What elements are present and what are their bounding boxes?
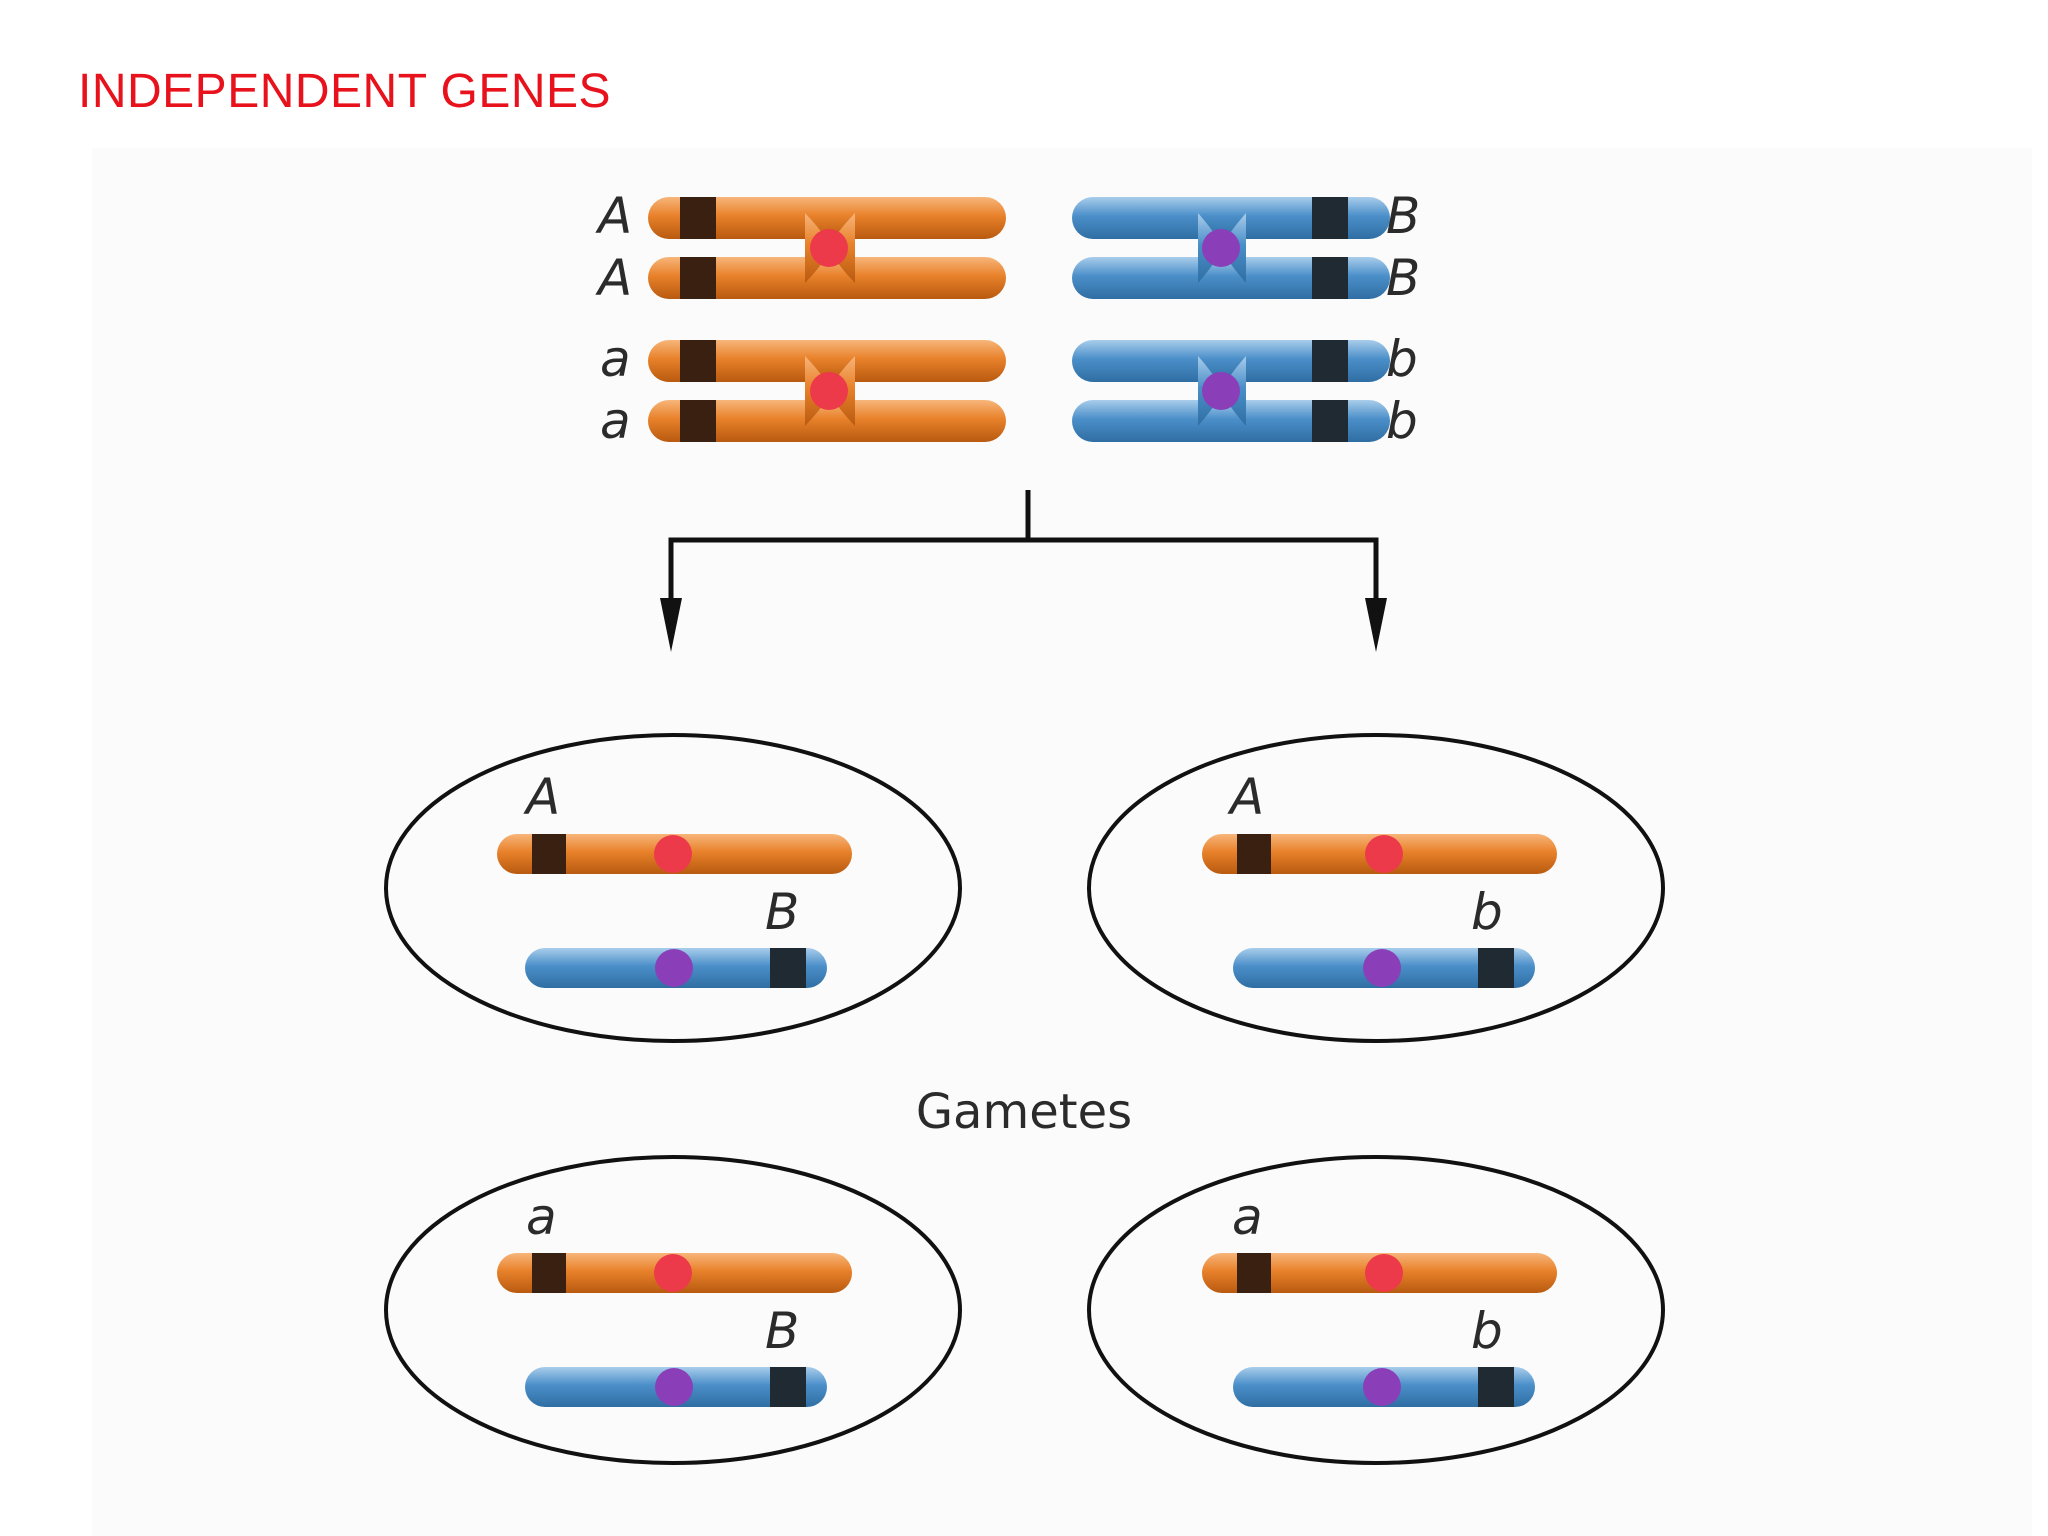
cell-membrane	[1087, 1155, 1665, 1465]
arrow-down-right-icon	[1365, 598, 1387, 652]
cell-membrane	[1087, 733, 1665, 1043]
gamete-cell: A b	[1087, 733, 1665, 1043]
allele-label: B	[765, 1302, 799, 1360]
gene-band	[1312, 340, 1348, 382]
figure-panel	[92, 148, 2032, 1536]
gene-band	[680, 197, 716, 239]
gene-band	[1478, 948, 1514, 988]
chromosome-pair-B-upper	[1072, 197, 1390, 299]
centromere	[654, 1254, 692, 1292]
allele-label: b	[1386, 330, 1418, 388]
chromatid	[648, 197, 1006, 239]
centromere	[810, 229, 848, 267]
branch-line	[668, 537, 1379, 620]
gene-band	[770, 1367, 806, 1407]
allele-label: a	[600, 330, 631, 388]
gene-band	[1312, 257, 1348, 299]
cell-membrane	[384, 1155, 962, 1465]
chromatid	[1072, 197, 1390, 239]
allele-label: A	[595, 187, 632, 245]
centromere	[655, 1368, 693, 1406]
centromere	[655, 949, 693, 987]
allele-label: B	[1386, 187, 1420, 245]
chromatid	[648, 257, 1006, 299]
slide-title: INDEPENDENT GENES	[78, 65, 612, 118]
allele-label: A	[523, 768, 560, 826]
chromosome-pair-A-upper	[648, 197, 1006, 299]
cell-membrane	[384, 733, 962, 1043]
gene-band	[532, 1253, 566, 1293]
parent-chromosomes: A A a a B B b b	[595, 187, 1420, 450]
gene-band	[1478, 1367, 1514, 1407]
chromatid	[1072, 340, 1390, 382]
gamete-cell: A B	[384, 733, 962, 1043]
allele-label: A	[1227, 768, 1264, 826]
arrow-down-left-icon	[660, 598, 682, 652]
gene-band	[680, 400, 716, 442]
gene-band	[1312, 400, 1348, 442]
centromere	[810, 372, 848, 410]
allele-label: b	[1471, 1302, 1503, 1360]
centromere	[1202, 229, 1240, 267]
gamete-cell: a B	[384, 1155, 962, 1465]
centromere	[1365, 1254, 1403, 1292]
centromere	[654, 835, 692, 873]
allele-label: B	[1386, 249, 1420, 307]
allele-label: b	[1386, 392, 1418, 450]
centromere	[1202, 372, 1240, 410]
gene-band	[1312, 197, 1348, 239]
allele-label: A	[595, 249, 632, 307]
allele-label: b	[1471, 883, 1503, 941]
chromosome-pair-b-lower	[1072, 340, 1390, 442]
gene-band	[770, 948, 806, 988]
allele-label: a	[526, 1188, 557, 1246]
branch-arrows	[660, 490, 1387, 652]
centromere	[1363, 1368, 1401, 1406]
centromere	[1363, 949, 1401, 987]
gene-band	[680, 340, 716, 382]
centromere	[1365, 835, 1403, 873]
gene-band	[1237, 1253, 1271, 1293]
gamete-cell: a b	[1087, 1155, 1665, 1465]
allele-label: B	[765, 883, 799, 941]
gene-band	[1237, 834, 1271, 874]
chromosome-pair-a-lower	[648, 340, 1006, 442]
allele-label: a	[1232, 1188, 1263, 1246]
allele-label: a	[600, 392, 631, 450]
gene-band	[680, 257, 716, 299]
chromatid	[648, 400, 1006, 442]
chromatid	[1072, 400, 1390, 442]
chromatid	[1072, 257, 1390, 299]
gene-band	[532, 834, 566, 874]
gametes-caption: Gametes	[916, 1084, 1132, 1140]
chromatid	[648, 340, 1006, 382]
